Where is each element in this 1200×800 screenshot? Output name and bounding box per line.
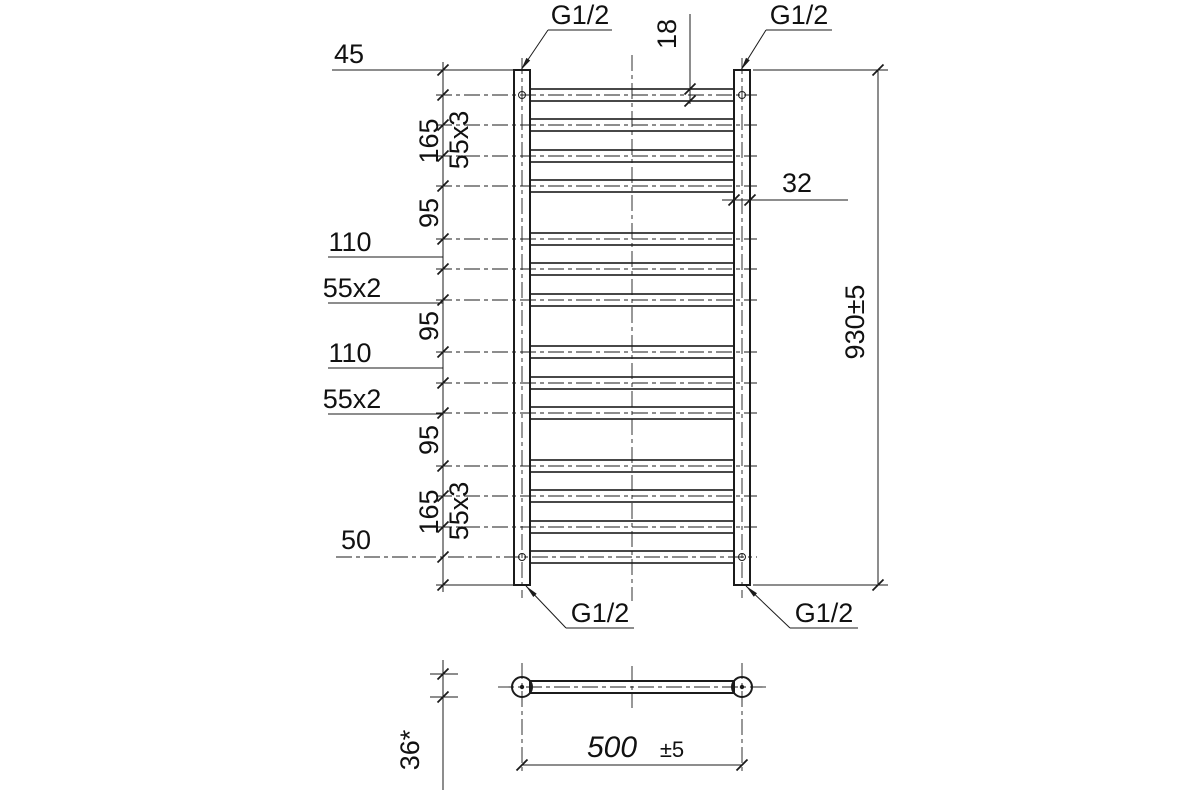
leader-arrow <box>741 57 750 70</box>
top-view: 500 ±5 36* <box>395 660 766 790</box>
wall-depth-dimension: 36* <box>395 660 458 790</box>
collector-width-dimension: 32 <box>722 168 848 207</box>
dim-55x3-top-label: 55x3 <box>444 111 474 170</box>
dim-95-2-label: 95 <box>414 311 444 341</box>
leader-arrow <box>521 57 531 70</box>
g12-top-right-label: G1/2 <box>770 0 829 30</box>
g12-bottom-right-label: G1/2 <box>795 598 854 628</box>
dim-500-label: 500 <box>587 731 637 764</box>
centerlines <box>336 55 757 601</box>
rung-diameter-dimension: 18 <box>652 14 697 108</box>
callout-bottom-right: G1/2 <box>745 585 858 629</box>
leader-arrow <box>526 586 537 597</box>
callout-top-right: G1/2 <box>740 0 832 71</box>
dim-110-2-label: 110 <box>328 338 371 368</box>
leader-arrow <box>746 586 757 597</box>
dim-95-1-label: 95 <box>414 198 444 228</box>
dim-500-tolerance-label: ±5 <box>660 737 684 762</box>
left-dimension-chain: 45 165 55x3 95 110 55x2 95 110 55x2 95 1… <box>323 39 514 592</box>
dim-55x2-2-label: 55x2 <box>323 384 382 414</box>
g12-top-left-label: G1/2 <box>551 0 610 30</box>
dim-50-label: 50 <box>341 525 371 555</box>
front-view <box>336 55 757 601</box>
dimension-ticks-left <box>436 63 450 592</box>
dim-55x3-bottom-label: 55x3 <box>444 482 474 541</box>
overall-height-dimension: 930±5 <box>753 63 888 592</box>
dim-95-3-label: 95 <box>414 425 444 455</box>
dim-930-label: 930±5 <box>840 285 870 360</box>
overall-width-dimension: 500 ±5 <box>515 731 749 772</box>
dim-165-bottom-label: 165 <box>414 489 444 534</box>
dim-45-label: 45 <box>334 39 364 69</box>
dim-110-1-label: 110 <box>328 227 371 257</box>
callout-bottom-left: G1/2 <box>525 585 634 629</box>
dim-55x2-1-label: 55x2 <box>323 273 382 303</box>
connection-callouts: G1/2 G1/2 G1/2 G1/2 <box>520 0 858 629</box>
dim-32-label: 32 <box>782 168 812 198</box>
g12-bottom-left-label: G1/2 <box>571 598 630 628</box>
dim-165-top-label: 165 <box>414 118 444 163</box>
callout-top-left: G1/2 <box>520 0 612 71</box>
dim-36-label: 36* <box>395 729 425 770</box>
dim-18-label: 18 <box>652 19 682 49</box>
